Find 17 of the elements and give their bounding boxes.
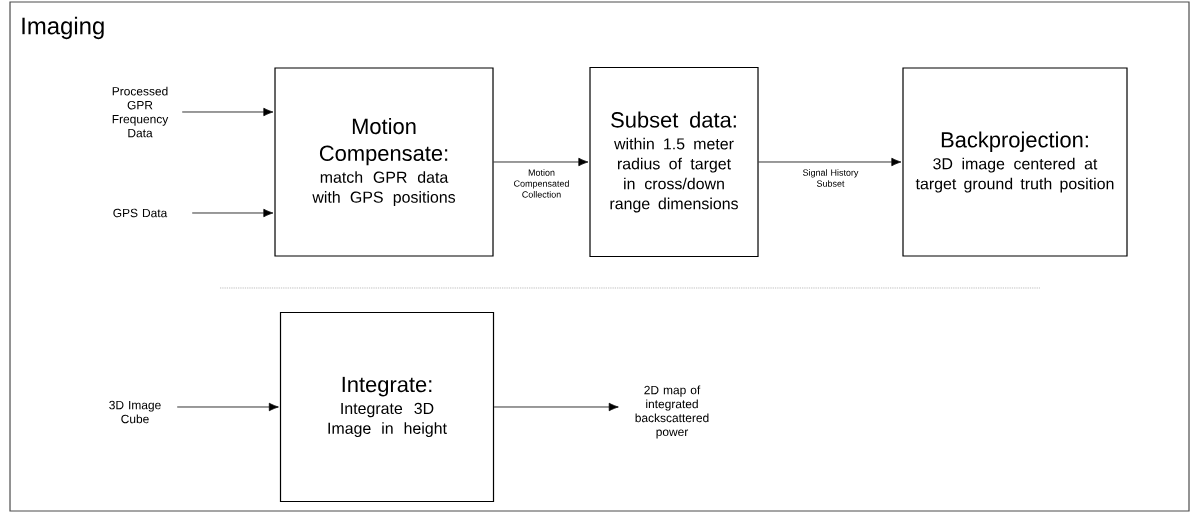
arrow	[191, 208, 274, 218]
input-label: GPS Data	[113, 208, 168, 218]
process-box: Motion Compensate: match GPR data with GPS positions	[274, 67, 494, 257]
diagram-title: Imaging	[22, 16, 104, 40]
input-label: 2D map of integrated backscattered power	[635, 385, 709, 439]
arrow	[493, 402, 619, 412]
arrow	[181, 107, 274, 117]
input-label: 3D Image Cube	[109, 400, 161, 424]
input-label: Processed GPR Frequency Data	[112, 86, 169, 138]
arrow	[493, 157, 589, 167]
arrow	[758, 157, 902, 167]
process-box: Subset data: within 1.5 meter radius of target in cross/down range dimensions	[589, 66, 759, 258]
process-box: Backprojection: 3D image centered at target ground truth position	[902, 67, 1128, 257]
arrow	[176, 402, 279, 412]
process-box: Integrate: Integrate 3D Image in height	[279, 311, 495, 503]
edge-label: Signal History Subset	[799, 168, 862, 188]
edge-label: Motion Compensated Collection	[510, 168, 573, 199]
